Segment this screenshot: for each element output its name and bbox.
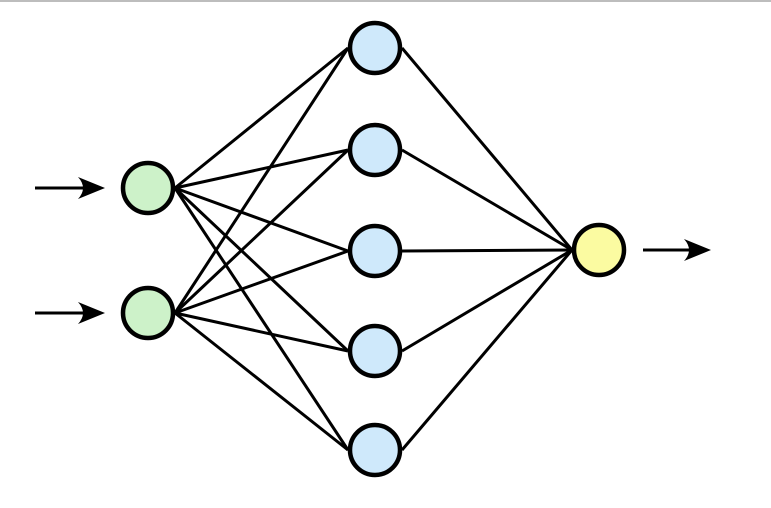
edge-input2-hidden5 [174, 311, 349, 452]
edge-hidden4-output1 [401, 248, 573, 353]
edge-input1-hidden2 [174, 148, 349, 190]
edge-hidden3-output1 [401, 248, 573, 253]
output-node-1 [571, 222, 627, 278]
hidden-node-5 [347, 422, 403, 478]
input-arrow-2-icon [35, 302, 105, 324]
edge-hidden5-output1 [400, 249, 574, 451]
input-node-2 [120, 285, 176, 341]
edge-input1-hidden1 [174, 46, 349, 190]
edge-input2-hidden2 [173, 148, 350, 315]
edge-input2-hidden4 [174, 311, 349, 353]
edge-hidden2-output1 [401, 148, 573, 252]
edge-input2-hidden3 [174, 249, 349, 315]
edges [173, 46, 574, 452]
output-arrow-icon [643, 239, 711, 261]
window-top-border [0, 0, 771, 2]
input-layer [120, 160, 176, 341]
hidden-node-2 [347, 122, 403, 178]
input-arrow-1-icon [35, 177, 105, 199]
hidden-node-3 [347, 223, 403, 279]
output-layer [571, 222, 627, 278]
edge-input1-hidden5 [173, 187, 350, 451]
hidden-layer [347, 20, 403, 478]
hidden-node-1 [347, 20, 403, 76]
arrow-head [78, 302, 105, 324]
hidden-node-4 [347, 323, 403, 379]
arrow-head [684, 239, 711, 261]
input-node-1 [120, 160, 176, 216]
edge-input2-hidden1 [173, 47, 350, 314]
edge-hidden1-output1 [400, 47, 574, 251]
edge-input1-hidden3 [174, 186, 349, 253]
edge-input1-hidden4 [173, 186, 350, 353]
arrow-head [78, 177, 105, 199]
